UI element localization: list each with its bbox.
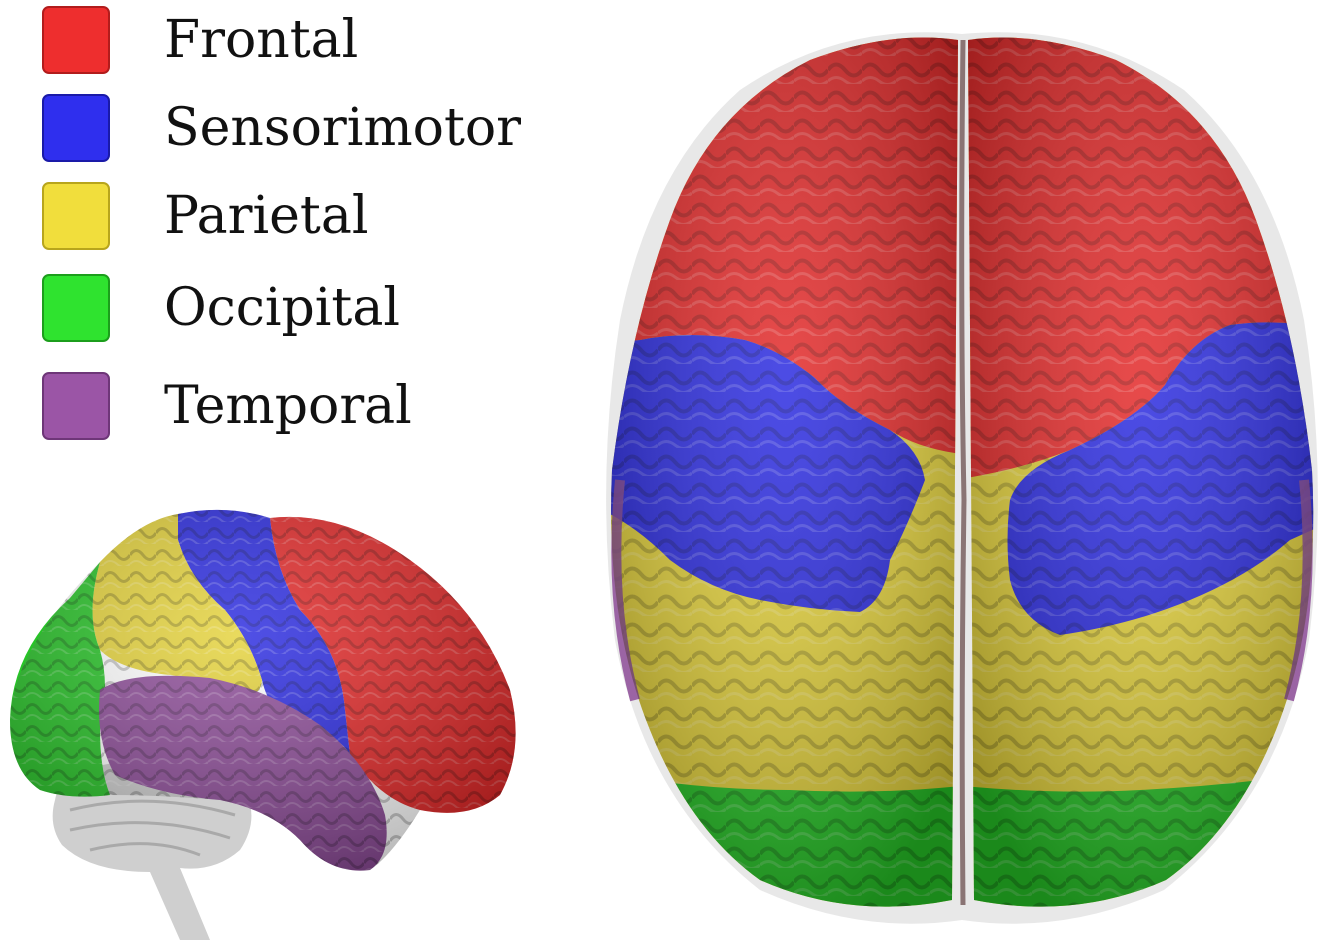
lateral-brain-view [0, 500, 530, 943]
legend-item-frontal: Frontal [42, 6, 522, 76]
occipital-swatch [42, 274, 110, 342]
legend-label-occipital: Occipital [164, 278, 400, 338]
legend-item-temporal: Temporal [42, 372, 522, 442]
legend-item-sensorimotor: Sensorimotor [42, 94, 522, 164]
superior-brain-view [590, 0, 1334, 943]
legend-item-occipital: Occipital [42, 274, 522, 344]
legend-label-parietal: Parietal [164, 186, 368, 246]
legend-label-frontal: Frontal [164, 10, 358, 70]
longitudinal-fissure [962, 40, 964, 905]
legend-label-sensorimotor: Sensorimotor [164, 98, 521, 158]
sensorimotor-swatch [42, 94, 110, 162]
frontal-swatch [42, 6, 110, 74]
legend-label-temporal: Temporal [164, 376, 412, 436]
parietal-swatch [42, 182, 110, 250]
legend-item-parietal: Parietal [42, 182, 522, 252]
temporal-swatch [42, 372, 110, 440]
